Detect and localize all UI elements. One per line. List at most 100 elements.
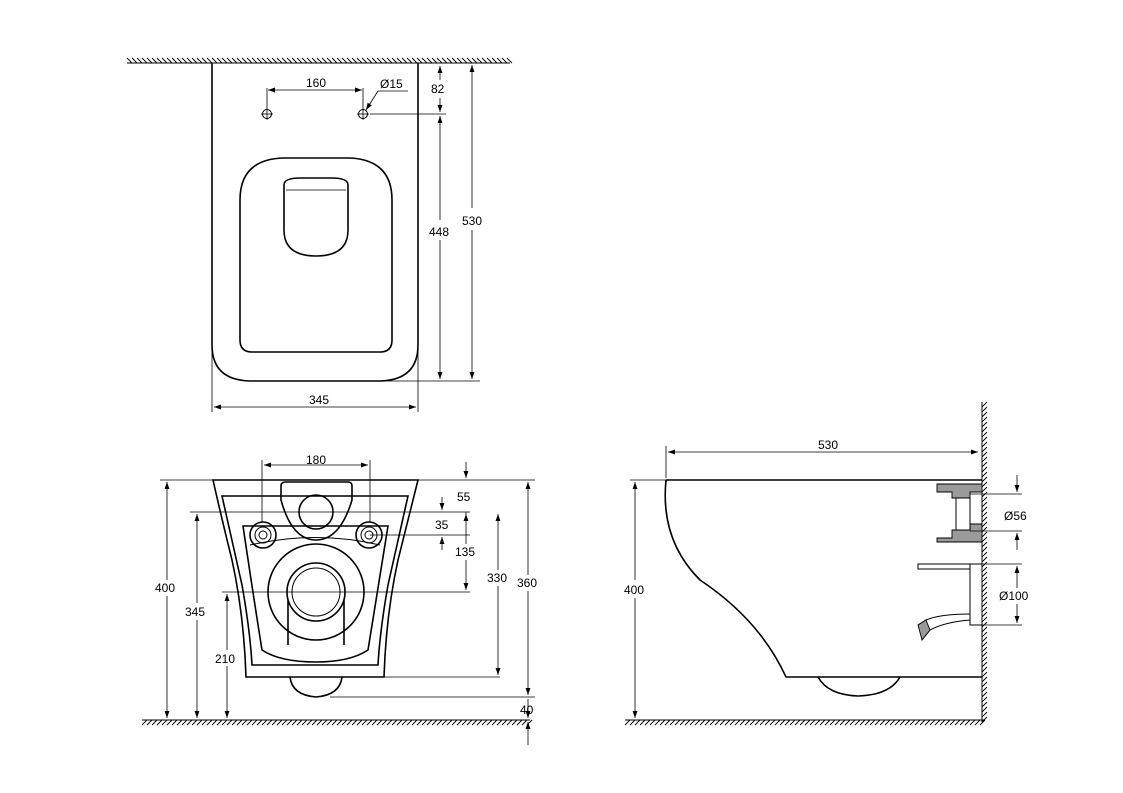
hatch-line bbox=[261, 57, 268, 64]
hatch-line bbox=[829, 719, 836, 726]
hatch-line bbox=[196, 719, 203, 726]
hatch-line bbox=[276, 719, 283, 726]
hatch-line bbox=[291, 719, 298, 726]
hatch-line bbox=[981, 636, 988, 643]
hatch-line bbox=[981, 671, 988, 678]
dim-210: 210 bbox=[215, 594, 235, 718]
hatch-line bbox=[809, 719, 816, 726]
hatch-line bbox=[421, 57, 428, 64]
side-floor bbox=[624, 719, 986, 726]
hatch-line bbox=[331, 719, 338, 726]
dim-35: 35 bbox=[435, 497, 449, 550]
hatch-line bbox=[301, 57, 308, 64]
dim-text-400-front: 400 bbox=[155, 581, 175, 595]
hatch-line bbox=[981, 561, 988, 568]
hatch-line bbox=[769, 719, 776, 726]
dim-hole-diameter: Ø15 bbox=[365, 77, 408, 111]
hatch-line bbox=[216, 57, 223, 64]
hatch-line bbox=[331, 57, 338, 64]
hatch-line bbox=[401, 719, 408, 726]
hatch-line bbox=[944, 719, 951, 726]
hatch-line bbox=[516, 719, 523, 726]
hatch-line bbox=[974, 719, 981, 726]
hatch-line bbox=[176, 719, 183, 726]
hatch-line bbox=[981, 676, 988, 683]
hatch-line bbox=[341, 57, 348, 64]
hatch-line bbox=[491, 719, 498, 726]
hatch-line bbox=[981, 701, 988, 708]
hatch-line bbox=[131, 57, 138, 64]
dim-inlet-diameter: Ø56 bbox=[1004, 475, 1027, 550]
hatch-line bbox=[326, 719, 333, 726]
hatch-line bbox=[281, 57, 288, 64]
hatch-line bbox=[784, 719, 791, 726]
hatch-line bbox=[981, 446, 988, 453]
hatch-line bbox=[466, 57, 473, 64]
hatch-line bbox=[361, 719, 368, 726]
dim-135: 135 bbox=[455, 514, 475, 590]
hatch-line bbox=[679, 719, 686, 726]
hatch-line bbox=[774, 719, 781, 726]
hatch-line bbox=[316, 57, 323, 64]
hatch-line bbox=[446, 57, 453, 64]
hatch-line bbox=[141, 57, 148, 64]
hatch-line bbox=[981, 546, 988, 553]
dim-text-210: 210 bbox=[215, 652, 235, 666]
hatch-line bbox=[789, 719, 796, 726]
hatch-line bbox=[819, 719, 826, 726]
hatch-line bbox=[959, 719, 966, 726]
hatch-line bbox=[261, 719, 268, 726]
hatch-line bbox=[161, 57, 168, 64]
hatch-line bbox=[406, 57, 413, 64]
hatch-line bbox=[431, 57, 438, 64]
hatch-line bbox=[246, 57, 253, 64]
hatch-line bbox=[934, 719, 941, 726]
hatch-line bbox=[181, 57, 188, 64]
hatch-line bbox=[136, 57, 143, 64]
dim-text-530-side: 530 bbox=[818, 438, 838, 452]
hatch-line bbox=[824, 719, 831, 726]
bowl-outline-side bbox=[664, 479, 982, 678]
hatch-line bbox=[241, 57, 248, 64]
dim-length-side: 530 bbox=[665, 438, 978, 478]
hatch-line bbox=[981, 456, 988, 463]
hatch-line bbox=[206, 719, 213, 726]
hatch-line bbox=[186, 57, 193, 64]
hatch-line bbox=[969, 719, 976, 726]
hatch-line bbox=[981, 476, 988, 483]
dim-width: 345 bbox=[211, 350, 419, 412]
hatch-line bbox=[779, 719, 786, 726]
hatch-line bbox=[221, 719, 228, 726]
hatch-line bbox=[266, 719, 273, 726]
top-wall bbox=[126, 57, 513, 64]
hatch-line bbox=[416, 719, 423, 726]
hatch-line bbox=[874, 719, 881, 726]
hatch-line bbox=[639, 719, 646, 726]
hatch-line bbox=[426, 57, 433, 64]
hatch-line bbox=[256, 57, 263, 64]
hatch-line bbox=[396, 719, 403, 726]
hatch-line bbox=[981, 441, 988, 448]
hatch-line bbox=[929, 719, 936, 726]
hatch-line bbox=[981, 451, 988, 458]
hatch-line bbox=[981, 426, 988, 433]
hatch-line bbox=[156, 719, 163, 726]
hatch-line bbox=[181, 719, 188, 726]
hatch-line bbox=[291, 57, 298, 64]
hatch-line bbox=[301, 719, 308, 726]
hatch-line bbox=[346, 57, 353, 64]
hatch-line bbox=[981, 491, 988, 498]
hatch-line bbox=[909, 719, 916, 726]
hatch-line bbox=[306, 719, 313, 726]
hatch-line bbox=[981, 541, 988, 548]
hatch-line bbox=[171, 57, 178, 64]
hatch-line bbox=[126, 57, 133, 64]
hatch-line bbox=[981, 536, 988, 543]
hatch-line bbox=[381, 719, 388, 726]
hatch-line bbox=[471, 719, 478, 726]
hatch-line bbox=[316, 719, 323, 726]
hatch-line bbox=[981, 596, 988, 603]
hatch-line bbox=[629, 719, 636, 726]
hatch-line bbox=[664, 719, 671, 726]
hatch-line bbox=[904, 719, 911, 726]
